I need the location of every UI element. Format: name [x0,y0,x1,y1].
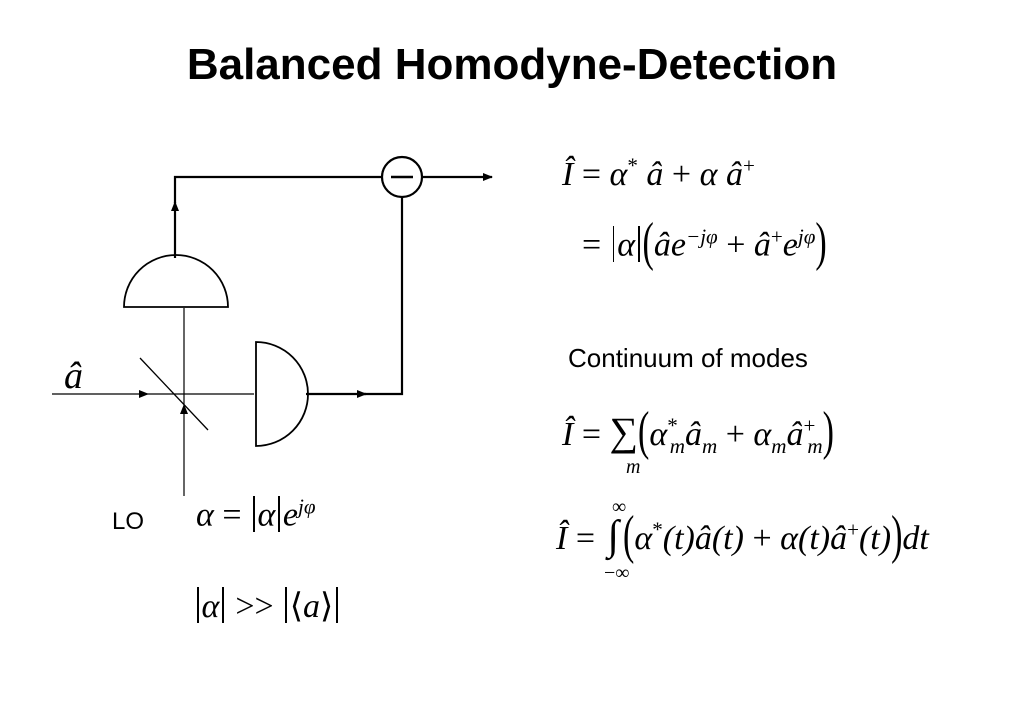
photocurrent-phase-equation: = α(âe−jφ + â+ejφ) [582,212,827,273]
photocurrent-equation: Î = α* â + α â+ [562,153,755,193]
photodetector-top [123,254,229,308]
mode-sum-equation: Î = ∑(α*mâm + αmâ+m) [562,402,834,462]
integral-equation: Î = ∫(α*(t)â(t) + α(t)â+(t))dt [556,506,929,566]
integral-upper-limit: ∞ [612,496,627,518]
strong-lo-condition: α >> ⟨a⟩ [194,586,341,626]
sum-index: m [626,456,641,478]
integral-sign: ∫ [607,513,620,559]
continuum-label: Continuum of modes [568,343,808,373]
beam-splitter [139,357,209,431]
lo-label: LO [112,508,145,535]
right-wire-to-subtractor [362,198,404,396]
sum-sign: ∑ [609,409,639,454]
slide-title: Balanced Homodyne-Detection [186,40,838,89]
top-wire-to-subtractor [173,175,382,203]
input-label: â [64,355,83,397]
photodetector-right [255,341,309,447]
integral-lower-limit: −∞ [604,562,630,584]
